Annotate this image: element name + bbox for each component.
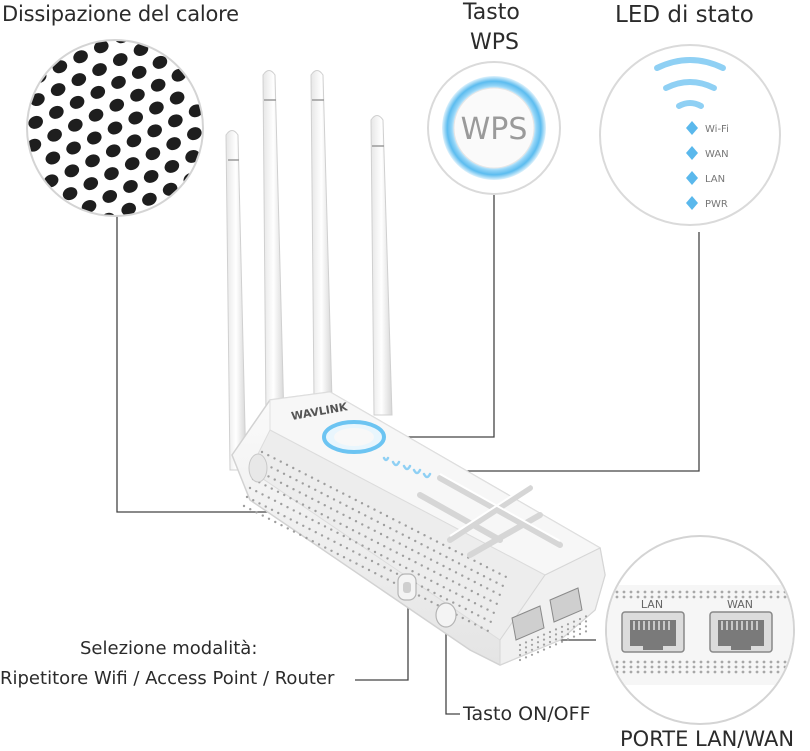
vent-hole	[50, 83, 66, 97]
led-indicator: PWR	[686, 196, 728, 210]
vent-hole	[66, 141, 81, 155]
vent-holes	[28, 41, 202, 215]
vent-hole	[123, 179, 138, 193]
device-wps-button	[322, 420, 386, 454]
vent-hole	[64, 164, 80, 178]
led-indicator: LAN	[686, 171, 725, 185]
wan-port	[709, 611, 773, 653]
vent-hole	[109, 98, 125, 112]
vent-hole	[147, 124, 162, 138]
vent-hole	[150, 78, 166, 92]
vent-hole	[87, 131, 102, 145]
router-device: WAVLINK	[225, 70, 606, 666]
device-led-strip	[382, 456, 432, 479]
led-indicator-label: PWR	[705, 199, 728, 210]
vent-hole	[92, 63, 107, 77]
ports-closeup: LAN WAN	[605, 535, 795, 725]
vent-hole	[111, 75, 126, 89]
led-diamond-icon	[686, 146, 698, 160]
mode-switch	[397, 573, 417, 601]
vent-hole	[128, 111, 143, 125]
vent-hole	[133, 43, 149, 57]
vent-hole	[69, 95, 85, 109]
vent-hole	[73, 50, 88, 64]
vent-hole	[105, 144, 121, 158]
led-indicator-label: LAN	[705, 174, 725, 185]
x-ridge-decoration	[417, 475, 563, 558]
status-led-label: LED di stato	[615, 2, 754, 28]
vent-hole	[102, 189, 118, 203]
vent-hole	[164, 159, 180, 173]
vent-hole	[166, 137, 181, 151]
vent-hole	[88, 108, 104, 122]
wps-label-line2: WPS	[470, 30, 519, 55]
led-indicator-label: Wi-Fi	[705, 124, 729, 135]
vent-hole	[112, 53, 128, 67]
antenna	[370, 115, 393, 416]
front-vent-holes	[518, 615, 588, 662]
vent-hole	[47, 128, 62, 142]
power-button	[435, 602, 457, 628]
leader-lines	[116, 195, 700, 715]
vent-hole	[45, 151, 61, 165]
vent-hole	[121, 202, 136, 215]
vent-hole	[94, 41, 109, 54]
vent-hole	[68, 118, 83, 132]
wps-label-line1: Tasto	[463, 0, 520, 25]
vent-hole	[62, 187, 78, 201]
vent-hole	[143, 169, 159, 183]
vent-hole	[152, 55, 168, 69]
led-diamond-icon	[686, 121, 698, 135]
mode-select-label-line1: Selezione modalità:	[80, 638, 258, 659]
vent-hole	[126, 134, 142, 148]
vent-hole	[187, 127, 202, 141]
mode-select-label-line2: Ripetitore Wifi / Access Point / Router	[0, 668, 335, 689]
antenna-group	[225, 70, 393, 471]
vent-hole	[85, 154, 100, 168]
wan-port-label: WAN	[727, 598, 753, 611]
vent-hole	[49, 105, 64, 119]
power-button-label: Tasto ON/OFF	[463, 703, 591, 725]
vent-hole	[81, 199, 97, 213]
vent-hole	[149, 101, 164, 115]
antenna	[225, 130, 247, 471]
vent-hole	[28, 115, 43, 129]
device-ports	[511, 587, 583, 641]
led-diamond-icon	[686, 171, 698, 185]
lan-port-label: LAN	[641, 598, 663, 611]
wps-button-text: WPS	[461, 112, 528, 147]
vent-hole	[107, 121, 123, 135]
vent-hole	[104, 167, 119, 181]
heat-vent-closeup	[26, 39, 204, 217]
led-indicator: WAN	[686, 146, 729, 160]
vent-hole	[145, 147, 161, 161]
wps-button-closeup: WPS	[427, 61, 561, 195]
led-indicator-label: WAN	[705, 149, 729, 160]
vent-hole	[130, 88, 145, 102]
vent-hole	[169, 91, 185, 105]
lan-wan-ports-label: PORTE LAN/WAN	[620, 727, 795, 751]
antenna	[310, 70, 333, 401]
heat-dissipation-label: Dissipazione del calore	[2, 2, 239, 26]
vent-hole	[131, 65, 147, 79]
vent-hole	[168, 114, 183, 128]
vent-hole	[71, 73, 87, 87]
led-indicator: Wi-Fi	[686, 121, 729, 135]
antenna	[262, 70, 285, 421]
vent-hole	[83, 177, 99, 191]
vent-hole	[142, 192, 157, 206]
vent-hole	[124, 157, 140, 171]
led-diamond-icon	[686, 196, 698, 210]
lan-port	[621, 611, 685, 653]
vent-hole	[90, 85, 106, 99]
wifi-signal-icon	[654, 57, 726, 109]
